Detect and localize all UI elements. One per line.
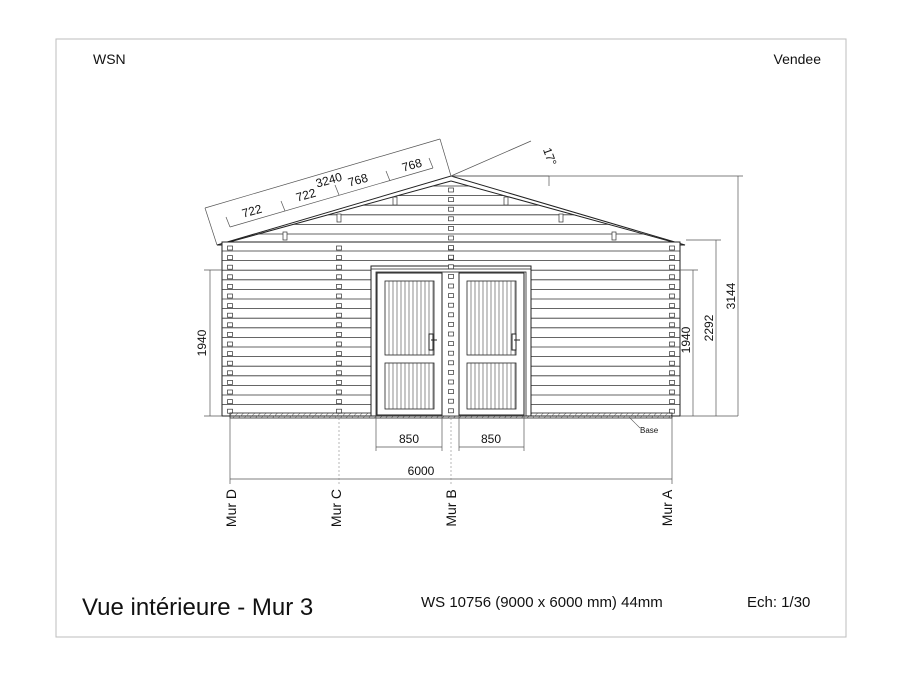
base-label: Base bbox=[640, 426, 659, 435]
roof-total-dimension: 3240 bbox=[314, 170, 344, 191]
ridge-height-label: 3144 bbox=[724, 282, 738, 309]
roof-dimension-lines bbox=[204, 138, 550, 246]
wall-label-b: Mur B bbox=[443, 489, 459, 526]
wall-label-c: Mur C bbox=[328, 489, 344, 527]
sheet-border bbox=[55, 38, 847, 638]
total-width-label: 6000 bbox=[408, 464, 435, 478]
double-door bbox=[370, 265, 532, 417]
roof-segment-dimension: 722 bbox=[240, 202, 263, 221]
eave-height-label: 2292 bbox=[702, 314, 716, 341]
view-title: Vue intérieure - Mur 3 bbox=[82, 594, 313, 621]
model-spec: WS 10756 (9000 x 6000 mm) 44mm bbox=[421, 594, 663, 611]
roof-segment-dimension: 722 bbox=[294, 186, 317, 205]
door-width-dimension-lines bbox=[375, 416, 525, 451]
wall-label-a: Mur A bbox=[659, 489, 675, 526]
scale-label: Ech: 1/30 bbox=[747, 594, 810, 611]
gable-logs bbox=[258, 185, 644, 235]
left-door-width-label: 850 bbox=[399, 432, 419, 446]
region-label: Vendee bbox=[774, 51, 822, 67]
right-door-width-label: 850 bbox=[481, 432, 501, 446]
left-height-dimension-line bbox=[204, 269, 222, 417]
roof-angle-label: 17° bbox=[540, 146, 559, 168]
roof-segment-dimension: 768 bbox=[400, 156, 423, 175]
center-post bbox=[448, 187, 454, 414]
brand-label: WSN bbox=[93, 51, 126, 67]
door-handle-left bbox=[428, 333, 437, 351]
wall-guide-lines bbox=[338, 418, 452, 484]
right-height-dimension-lines bbox=[451, 175, 743, 417]
roof-segment-dimension: 768 bbox=[346, 171, 369, 190]
wall-label-d: Mur D bbox=[223, 489, 239, 527]
left-height-label: 1940 bbox=[195, 329, 209, 356]
right-wall-height-label: 1940 bbox=[679, 326, 693, 353]
door-handle-right bbox=[511, 333, 520, 351]
